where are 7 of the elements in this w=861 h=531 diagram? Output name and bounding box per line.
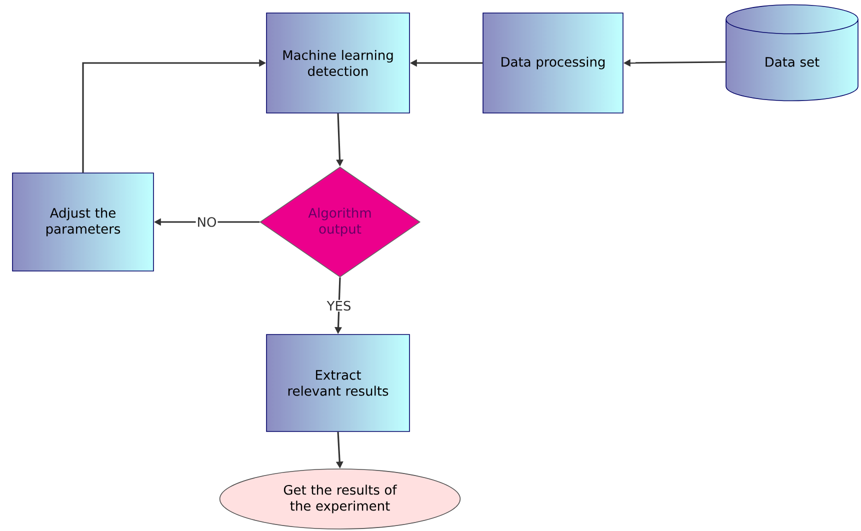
process-box: Data processing	[482, 12, 624, 114]
database-cylinder: Data set	[726, 4, 858, 102]
edge-label: YES	[326, 300, 352, 312]
process-box: Extract relevant results	[266, 334, 410, 432]
edge-label: NO	[196, 216, 218, 228]
process-box: Adjust the parameters	[12, 172, 154, 272]
process-box: Machine learning detection	[266, 12, 410, 114]
